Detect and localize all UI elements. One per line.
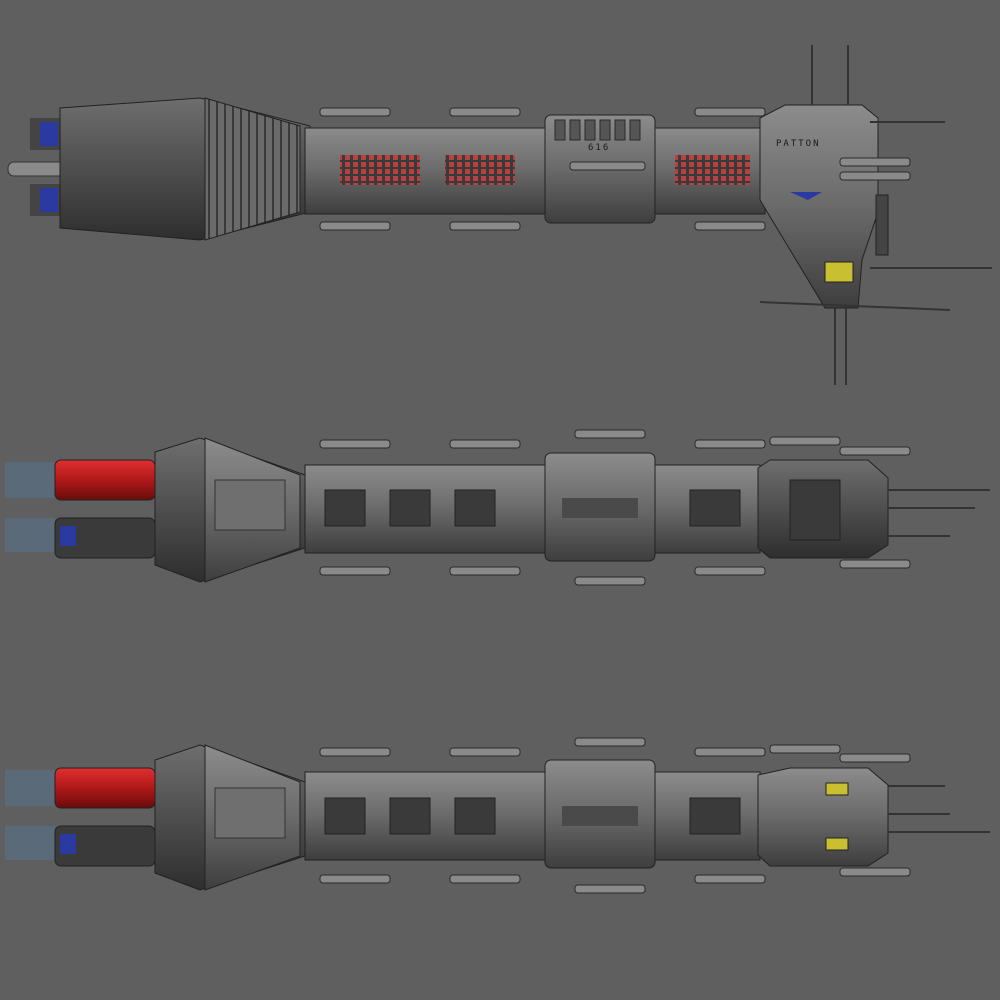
side-view xyxy=(5,429,990,586)
turrets-side xyxy=(319,429,911,586)
engine-side-lower xyxy=(5,517,156,559)
top-view: 616 PATTON xyxy=(7,45,992,385)
antennae-top xyxy=(759,45,992,385)
ship-name-label: PATTON xyxy=(776,139,821,149)
engine-alt-upper xyxy=(5,767,156,809)
warning-plate-lower xyxy=(825,837,849,851)
warning-plate-upper xyxy=(825,782,849,796)
side-view-alt xyxy=(5,737,990,894)
bow xyxy=(759,104,879,309)
antennae-alt xyxy=(888,785,990,833)
turrets-alt xyxy=(319,737,911,894)
hull-number: 616 xyxy=(588,143,610,153)
antennae-side xyxy=(888,489,990,537)
engine-side-upper xyxy=(5,459,156,501)
warning-plate xyxy=(824,261,854,283)
bow xyxy=(757,767,889,867)
engine-alt-lower xyxy=(5,825,156,867)
turrets-top xyxy=(319,107,911,231)
